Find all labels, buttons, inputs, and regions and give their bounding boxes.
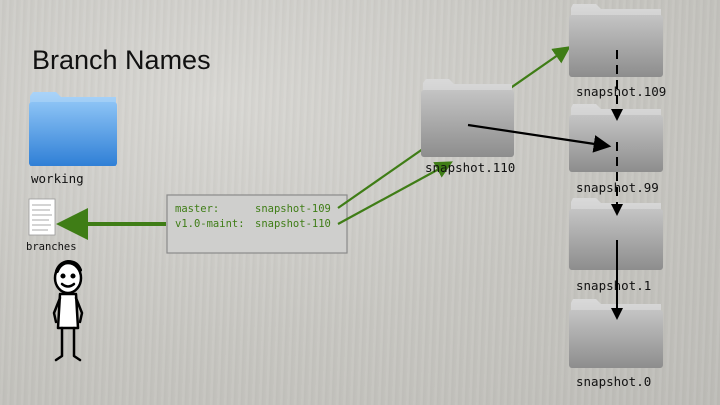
slide-title: Branch Names (32, 45, 211, 75)
branches-file[interactable]: branches (26, 198, 77, 253)
branch-table: master: snapshot-109 v1.0-maint: snapsho… (166, 194, 348, 254)
gray-folder-icon (569, 299, 663, 368)
gray-folder-icon (569, 198, 663, 270)
snapshot-110-folder[interactable]: snapshot.110 (421, 79, 515, 175)
snapshot-110-parent-arrow (467, 123, 612, 153)
maint-arrow (337, 161, 453, 225)
gray-folder-icon (569, 4, 663, 77)
branch-row-maint-name: v1.0-maint: (175, 218, 245, 230)
gray-folder-icon (421, 79, 514, 157)
document-icon (28, 198, 56, 236)
snapshot-1-label: snapshot.1 (576, 278, 651, 293)
snapshot-110-label: snapshot.110 (425, 160, 515, 175)
branch-row-maint-target: snapshot-110 (255, 218, 331, 230)
snapshot-0-label: snapshot.0 (576, 374, 651, 389)
stick-figure-icon (52, 260, 84, 362)
branch-row-master-name: master: (175, 203, 219, 215)
snapshot-0-folder[interactable]: snapshot.0 (569, 299, 663, 389)
snapshot-109-folder[interactable]: snapshot.109 (569, 4, 666, 99)
snapshot-109-label: snapshot.109 (576, 84, 666, 99)
branch-row-master-target: snapshot-109 (255, 203, 331, 215)
branches-label: branches (26, 241, 77, 253)
branch-table-box (166, 194, 348, 254)
blue-folder-icon (29, 92, 117, 166)
working-label: working (31, 171, 84, 186)
snapshot-1-folder[interactable]: snapshot.1 (569, 198, 663, 293)
working-folder[interactable]: working (29, 92, 117, 186)
